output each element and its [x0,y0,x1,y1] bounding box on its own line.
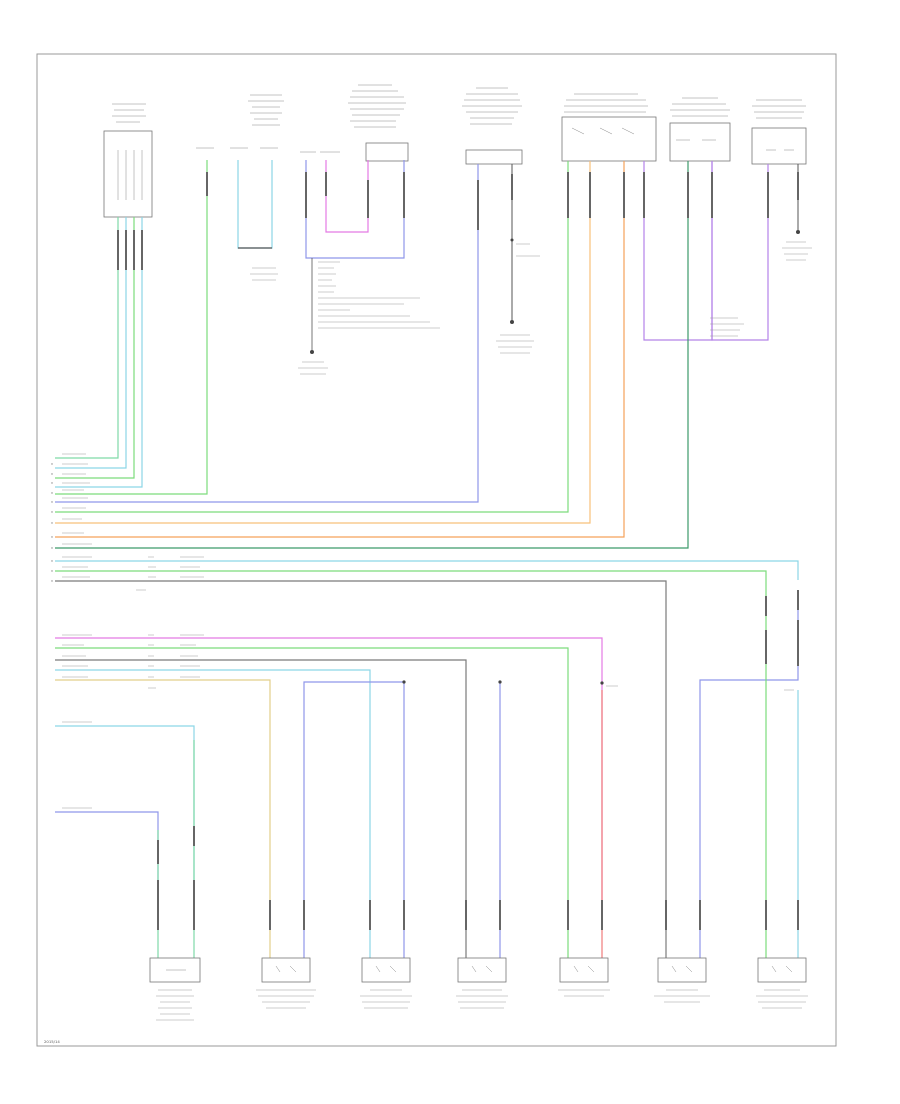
component-top-left-module [103,103,153,218]
bottom-wire-stubs [157,930,799,958]
bottom-sensor-4 [457,957,507,983]
middle-bus-wires [55,560,799,900]
component-right-relay [669,97,731,162]
bus-row-labels [62,453,204,591]
bottom-sensor-5 [559,957,609,983]
component-center-connector [300,84,409,162]
top-label-marks [250,241,812,375]
lower-junction-dots [402,680,604,685]
bus-row-numbers [51,463,53,582]
bottom-sensors [149,957,808,1021]
lower-connector-marks [157,590,799,930]
lower-bus-labels [62,634,794,809]
bottom-sensor-3 [361,957,411,983]
bottom-sensor-7 [757,957,807,983]
component-right-module [561,93,657,162]
component-far-right-sensor [751,99,807,165]
footer-code: 2015/14 [44,1039,60,1044]
diagram-frame [36,53,837,1047]
ground-symbols-top [310,230,800,354]
top-wires [55,160,799,549]
component-center-right-sensor [462,87,523,165]
lower-bus-wires [55,590,799,900]
top-connector-marks [117,172,799,270]
component-switch-group [196,94,284,149]
bottom-sensor-6 [657,957,707,983]
bottom-sensor-2 [261,957,311,983]
